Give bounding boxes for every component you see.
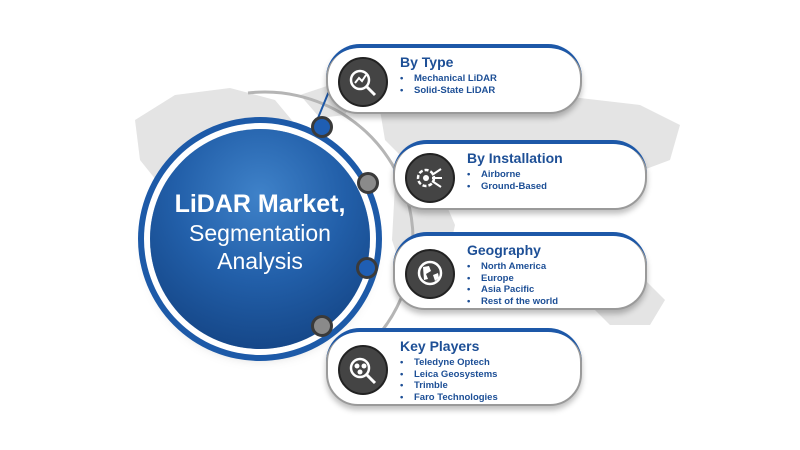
people-network-icon xyxy=(338,345,388,395)
segment-card-geography: Geography North America Europe Asia Paci… xyxy=(393,232,647,310)
hub-circle: LiDAR Market, Segmentation Analysis xyxy=(150,129,370,349)
card-title: By Installation xyxy=(467,150,563,166)
card-title: Geography xyxy=(467,242,541,258)
card-title: By Type xyxy=(400,54,454,70)
connector-dot-installation xyxy=(357,172,379,194)
hub-subtitle-line2: Analysis xyxy=(217,248,303,274)
list-item: Airborne xyxy=(467,169,547,181)
magnifier-chart-icon xyxy=(338,57,388,107)
hub-subtitle-line1: Segmentation xyxy=(189,220,331,246)
list-item: North America xyxy=(467,261,558,273)
list-item: Rest of the world xyxy=(467,296,558,308)
segment-card-installation: By Installation Airborne Ground-Based xyxy=(393,140,647,210)
card-item-list: Airborne Ground-Based xyxy=(467,169,547,192)
list-item: Trimble xyxy=(400,380,498,392)
connector-dot-key-players xyxy=(311,315,333,337)
list-item: Asia Pacific xyxy=(467,284,558,296)
list-item: Teledyne Optech xyxy=(400,357,498,369)
globe-icon xyxy=(405,249,455,299)
connector-dot-geography xyxy=(356,257,378,279)
segment-card-type: By Type Mechanical LiDAR Solid-State LiD… xyxy=(326,44,582,114)
list-item: Faro Technologies xyxy=(400,392,498,404)
connector-dot-type xyxy=(311,116,333,138)
card-item-list: Mechanical LiDAR Solid-State LiDAR xyxy=(400,73,497,96)
card-title: Key Players xyxy=(400,338,480,354)
segment-card-key-players: Key Players Teledyne Optech Leica Geosys… xyxy=(326,328,582,406)
list-item: Ground-Based xyxy=(467,181,547,193)
gear-network-icon xyxy=(405,153,455,203)
list-item: Europe xyxy=(467,273,558,285)
list-item: Mechanical LiDAR xyxy=(400,73,497,85)
hub-title: LiDAR Market, xyxy=(174,190,346,218)
list-item: Leica Geosystems xyxy=(400,369,498,381)
list-item: Solid-State LiDAR xyxy=(400,85,497,97)
card-item-list: North America Europe Asia Pacific Rest o… xyxy=(467,261,558,307)
card-item-list: Teledyne Optech Leica Geosystems Trimble… xyxy=(400,357,498,403)
